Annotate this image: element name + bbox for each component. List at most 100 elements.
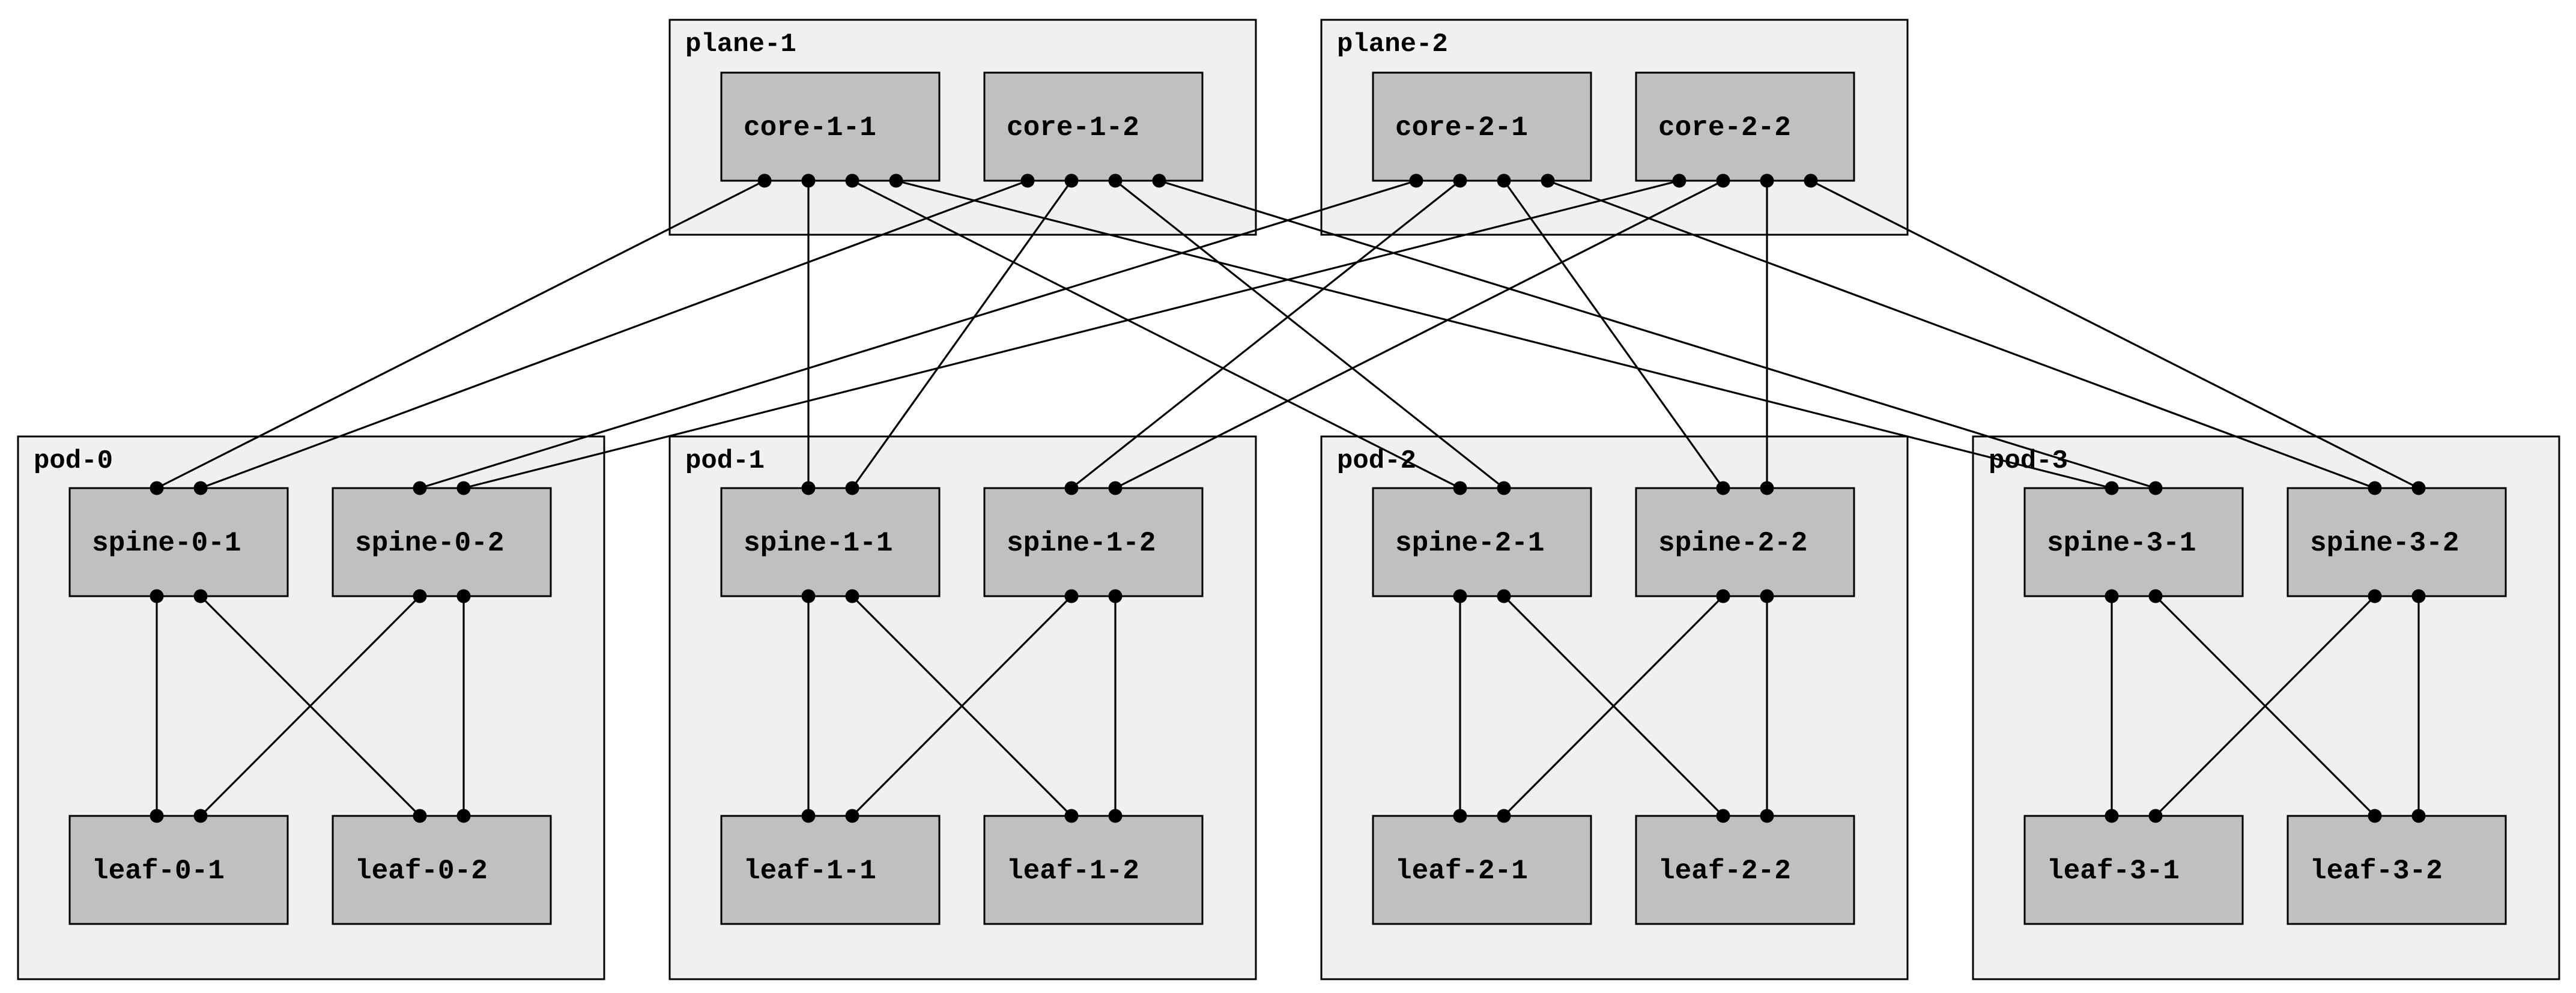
port-dot-leaf-1-1 — [845, 809, 859, 823]
core-node-box — [983, 71, 1204, 182]
link-spine-0-2-to-leaf-0-1 — [199, 595, 421, 817]
port-dot-core-1-2 — [1020, 174, 1035, 188]
pod-label: pod-2 — [1337, 446, 1416, 476]
port-dot-leaf-0-2 — [413, 809, 427, 823]
link-core-2-2-to-spine-1-2 — [1115, 180, 1724, 489]
leaf-node-box — [1372, 815, 1592, 925]
port-dot-leaf-2-2 — [1716, 809, 1730, 823]
spine-node-label: spine-0-2 — [355, 528, 504, 559]
port-dot-leaf-2-1 — [1453, 809, 1467, 823]
ports-layer — [150, 174, 2426, 823]
port-dot-spine-1-1 — [845, 481, 859, 495]
spine-node-box — [720, 487, 941, 597]
port-dot-leaf-2-2 — [1760, 809, 1774, 823]
link-core-2-1-to-spine-3-2 — [1547, 180, 2375, 489]
port-dot-spine-3-2 — [2411, 589, 2426, 603]
spine-node-box — [2287, 487, 2507, 597]
link-spine-3-2-to-leaf-3-1 — [2154, 595, 2376, 817]
port-dot-spine-2-2 — [1716, 481, 1730, 495]
port-dot-leaf-1-1 — [801, 809, 816, 823]
port-dot-spine-0-1 — [193, 481, 208, 495]
port-dot-spine-3-2 — [2368, 481, 2382, 495]
port-dot-spine-1-2 — [1064, 589, 1079, 603]
leaf-node-label: leaf-1-1 — [744, 856, 876, 887]
port-dot-spine-1-2 — [1108, 589, 1123, 603]
port-dot-spine-1-2 — [1064, 481, 1079, 495]
spine-node-box — [68, 487, 289, 597]
leaf-node-label: leaf-3-2 — [2310, 856, 2443, 887]
port-dot-spine-1-2 — [1108, 481, 1123, 495]
leaf-node-box — [983, 815, 1204, 925]
port-dot-leaf-0-1 — [150, 809, 164, 823]
spine-node-label: spine-2-2 — [1658, 528, 1807, 559]
port-dot-spine-0-1 — [150, 589, 164, 603]
spine-node-label: spine-1-1 — [744, 528, 893, 559]
port-dot-leaf-3-1 — [2148, 809, 2163, 823]
spine-node-box — [332, 487, 552, 597]
spine-node-box — [2023, 487, 2244, 597]
port-dot-core-2-1 — [1453, 174, 1467, 188]
port-dot-leaf-3-2 — [2368, 809, 2382, 823]
core-node-box — [720, 71, 941, 182]
link-core-1-1-to-spine-3-1 — [896, 180, 2112, 489]
port-dot-spine-1-1 — [801, 589, 816, 603]
link-spine-2-2-to-leaf-2-1 — [1503, 595, 1724, 817]
pod-label: pod-3 — [1989, 446, 2068, 476]
port-dot-spine-3-1 — [2105, 589, 2119, 603]
leaf-node-label: leaf-2-2 — [1658, 856, 1791, 887]
port-dot-core-1-2 — [1108, 174, 1123, 188]
leaf-node-label: leaf-0-1 — [92, 856, 225, 887]
port-dot-spine-3-1 — [2148, 589, 2163, 603]
port-dot-core-2-2 — [1760, 174, 1774, 188]
leaf-node-label: leaf-3-1 — [2047, 856, 2180, 887]
leaf-node-box — [720, 815, 941, 925]
port-dot-spine-2-2 — [1716, 589, 1730, 603]
leaf-node-box — [1635, 815, 1855, 925]
spine-node-label: spine-1-2 — [1007, 528, 1156, 559]
port-dot-spine-0-2 — [456, 481, 471, 495]
port-dot-core-2-2 — [1672, 174, 1687, 188]
link-core-2-2-to-spine-0-2 — [463, 180, 1680, 489]
link-core-2-1-to-spine-2-2 — [1503, 180, 1724, 489]
link-core-2-2-to-spine-3-2 — [1810, 180, 2419, 489]
link-core-2-1-to-spine-0-2 — [419, 180, 1417, 489]
leaf-node-label: leaf-2-1 — [1395, 856, 1528, 887]
leaf-node-box — [2023, 815, 2244, 925]
link-core-1-2-to-spine-3-1 — [1159, 180, 2156, 489]
port-dot-spine-0-2 — [456, 589, 471, 603]
link-core-1-2-to-spine-2-1 — [1115, 180, 1505, 489]
core-node-label: core-2-1 — [1395, 112, 1528, 143]
port-dot-core-2-1 — [1409, 174, 1423, 188]
port-dot-spine-1-1 — [801, 481, 816, 495]
port-dot-spine-0-2 — [413, 589, 427, 603]
port-dot-spine-0-1 — [193, 589, 208, 603]
spine-node-label: spine-3-2 — [2310, 528, 2459, 559]
port-dot-spine-2-2 — [1760, 589, 1774, 603]
port-dot-leaf-0-2 — [456, 809, 471, 823]
port-dot-spine-2-1 — [1497, 589, 1511, 603]
port-dot-spine-1-1 — [845, 589, 859, 603]
port-dot-leaf-1-2 — [1108, 809, 1123, 823]
pod-label: pod-1 — [685, 446, 765, 476]
port-dot-core-2-1 — [1497, 174, 1511, 188]
port-dot-spine-2-1 — [1497, 481, 1511, 495]
port-dot-core-1-1 — [889, 174, 903, 188]
port-dot-spine-2-1 — [1453, 481, 1467, 495]
leaf-node-label: leaf-1-2 — [1007, 856, 1139, 887]
port-dot-core-2-2 — [1804, 174, 1818, 188]
plane-label: plane-2 — [1337, 29, 1448, 59]
spine-node-label: spine-3-1 — [2047, 528, 2196, 559]
plane-label: plane-1 — [685, 29, 796, 59]
leaf-node-box — [68, 815, 289, 925]
port-dot-leaf-2-1 — [1497, 809, 1511, 823]
core-node-label: core-1-1 — [744, 112, 876, 143]
spine-node-label: spine-0-1 — [92, 528, 241, 559]
core-node-box — [1372, 71, 1592, 182]
link-core-1-2-to-spine-1-1 — [851, 180, 1073, 489]
core-node-label: core-2-2 — [1658, 112, 1791, 143]
leaf-node-box — [2287, 815, 2507, 925]
link-spine-1-2-to-leaf-1-1 — [851, 595, 1073, 817]
leaf-node-label: leaf-0-2 — [355, 856, 488, 887]
links-layer — [156, 180, 2420, 817]
